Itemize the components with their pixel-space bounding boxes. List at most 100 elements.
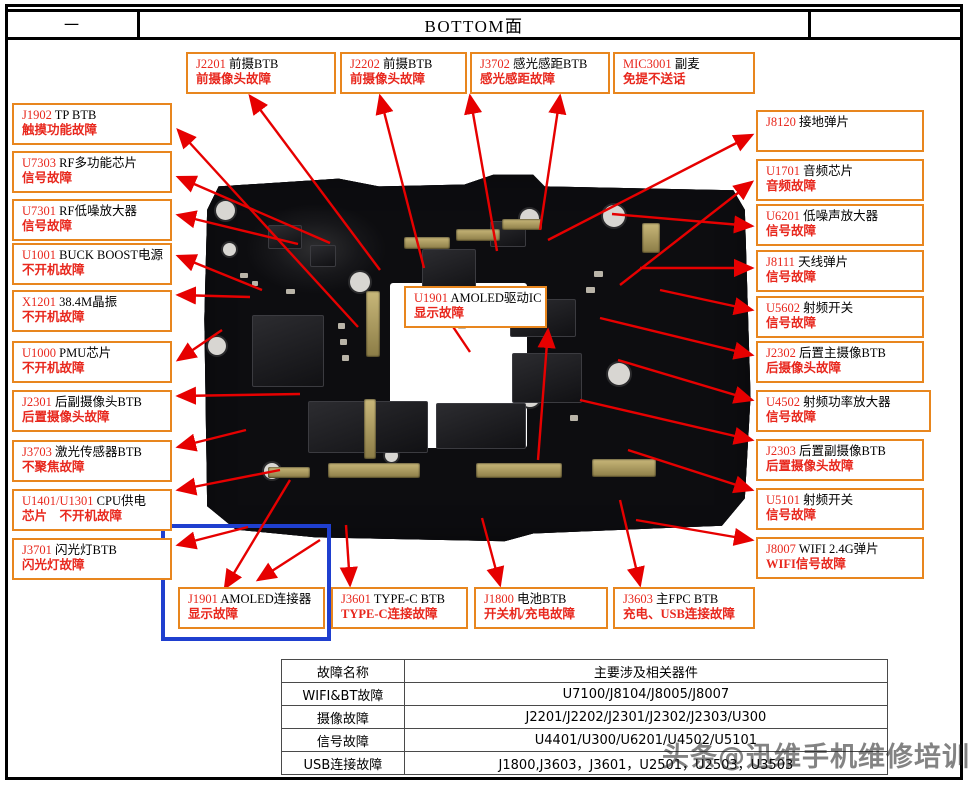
callout-name: 激光传感器BTB xyxy=(55,445,142,459)
callout-code: U6201 xyxy=(766,209,801,223)
callout-j3702[interactable]: J3702 感光感距BTB 感光感距故障 xyxy=(470,52,610,94)
cpu-chip xyxy=(252,315,324,387)
callout-j1800[interactable]: J1800 电池BTB 开关机/充电故障 xyxy=(474,587,608,629)
callout-fault: 前摄像头故障 xyxy=(350,72,426,87)
callout-fault: 前摄像头故障 xyxy=(196,72,272,87)
callout-code: J3701 xyxy=(22,543,52,557)
table-cell-fault: 信号故障 xyxy=(281,728,405,752)
table-cell-fault: 摄像故障 xyxy=(281,705,405,729)
callout-code: U1401/U1301 xyxy=(22,494,94,508)
callout-code: U7303 xyxy=(22,156,57,170)
j3601-typec-btb xyxy=(328,463,420,478)
callout-fault: 免提不送话 xyxy=(623,72,686,87)
callout-j2302[interactable]: J2302 后置主摄像BTB 后摄像头故障 xyxy=(756,341,924,383)
callout-code: U1901 xyxy=(414,291,449,305)
callout-code: U1001 xyxy=(22,248,57,262)
j1800-battery-btb xyxy=(592,459,656,477)
callout-j1902[interactable]: J1902 TP BTB 触摸功能故障 xyxy=(12,103,172,145)
watermark: 头条@迅维手机维修培训 xyxy=(662,742,968,773)
callout-j1901-bottom[interactable]: J1901 AMOLED连接器 显示故障 xyxy=(178,587,325,629)
table-row: 信号故障 U4401/U300/U6201/U4502/U5101 xyxy=(281,728,889,752)
callout-name: 射频开关 xyxy=(803,301,854,315)
callout-code: J1800 xyxy=(484,592,514,606)
callout-code: J3603 xyxy=(623,592,653,606)
callout-x1201[interactable]: X1201 38.4M晶振 不开机故障 xyxy=(12,290,172,332)
callout-j2202[interactable]: J2202 前摄BTB 前摄像头故障 xyxy=(340,52,467,94)
callout-code: J8120 xyxy=(766,115,796,129)
callout-name: 射频开关 xyxy=(803,493,854,507)
callout-fault: 信号故障 xyxy=(766,508,817,523)
callout-code: J2201 xyxy=(196,57,226,71)
callout-fault: 音频故障 xyxy=(766,179,817,194)
callout-code: U1701 xyxy=(766,164,801,178)
callout-j8120[interactable]: J8120 接地弹片 xyxy=(756,110,924,152)
callout-code: J2301 xyxy=(22,395,52,409)
mount-hole xyxy=(608,363,630,385)
callout-j2301[interactable]: J2301 后副摄像头BTB 后置摄像头故障 xyxy=(12,390,172,432)
callout-code: MIC3001 xyxy=(623,57,672,71)
callout-u6201[interactable]: U6201 低噪声放大器 信号故障 xyxy=(756,204,924,246)
table-header-cell: 故障名称 xyxy=(281,659,405,683)
callout-u5101[interactable]: U5101 射频开关 信号故障 xyxy=(756,488,924,530)
callout-fault: 信号故障 xyxy=(766,224,817,239)
callout-code: J2303 xyxy=(766,444,796,458)
callout-j8007[interactable]: J8007 WIFI 2.4G弹片 WIFI信号故障 xyxy=(756,537,924,579)
mount-hole xyxy=(603,205,625,227)
callout-name: 后置副摄像BTB xyxy=(799,444,886,458)
page-title: BOTTOM面 xyxy=(140,12,811,37)
callout-j2201[interactable]: J2201 前摄BTB 前摄像头故障 xyxy=(186,52,336,94)
callout-u1000[interactable]: U1000 PMU芯片 不开机故障 xyxy=(12,341,172,383)
callout-name: WIFI 2.4G弹片 xyxy=(798,542,879,556)
callout-name: 后副摄像头BTB xyxy=(55,395,142,409)
callout-name: 前摄BTB xyxy=(383,57,433,71)
mount-hole xyxy=(223,243,236,256)
j3603-fpc-btb xyxy=(476,463,562,478)
callout-code: J1901 xyxy=(188,592,218,606)
callout-code: U4502 xyxy=(766,395,801,409)
j2201-btb xyxy=(404,237,450,249)
callout-name: 副麦 xyxy=(674,57,700,71)
callout-u7303[interactable]: U7303 RF多功能芯片 信号故障 xyxy=(12,151,172,193)
callout-name: 低噪声放大器 xyxy=(803,209,879,223)
mount-hole xyxy=(216,201,235,220)
callout-fault: 触摸功能故障 xyxy=(22,123,98,138)
callout-fault: 不开机故障 xyxy=(22,263,85,278)
callout-u4502[interactable]: U4502 射频功率放大器 信号故障 xyxy=(756,390,931,432)
mount-hole xyxy=(208,337,226,355)
table-cell-parts: J2201/J2202/J2301/J2302/J2303/U300 xyxy=(403,705,889,729)
callout-code: J8007 xyxy=(766,542,796,556)
mic3001 xyxy=(642,223,660,253)
callout-u1701[interactable]: U1701 音频芯片 音频故障 xyxy=(756,159,924,201)
callout-u1001[interactable]: U1001 BUCK BOOST电源 不开机故障 xyxy=(12,243,172,285)
callout-code: J3702 xyxy=(480,57,510,71)
callout-name: 天线弹片 xyxy=(798,255,849,269)
callout-fault: WIFI信号故障 xyxy=(766,557,846,572)
callout-name: BUCK BOOST电源 xyxy=(59,248,163,262)
pa-chip xyxy=(512,353,582,403)
callout-name: AMOLED驱动IC xyxy=(450,291,542,305)
table-cell-fault: WIFI&BT故障 xyxy=(281,682,405,706)
callout-j2303[interactable]: J2303 后置副摄像BTB 后置摄像头故障 xyxy=(756,439,924,481)
callout-name: 主FPC BTB xyxy=(656,592,719,606)
callout-j8111[interactable]: J8111 天线弹片 信号故障 xyxy=(756,250,924,292)
callout-code: J1902 xyxy=(22,108,52,122)
table-row: WIFI&BT故障 U7100/J8104/J8005/J8007 xyxy=(281,682,889,706)
table-cell-parts: U7100/J8104/J8005/J8007 xyxy=(403,682,889,706)
table-cell-fault: USB连接故障 xyxy=(281,751,405,775)
fault-summary-table: 故障名称 主要涉及相关器件 WIFI&BT故障 U7100/J8104/J800… xyxy=(281,659,889,775)
header-right-cell xyxy=(811,12,961,37)
callout-fault: 后摄像头故障 xyxy=(766,361,842,376)
callout-u5602[interactable]: U5602 射频开关 信号故障 xyxy=(756,296,924,338)
callout-u7301[interactable]: U7301 RF低噪放大器 信号故障 xyxy=(12,199,172,241)
callout-j3703[interactable]: J3703 激光传感器BTB 不聚焦故障 xyxy=(12,440,172,482)
callout-j3701[interactable]: J3701 闪光灯BTB 闪光灯故障 xyxy=(12,538,172,580)
callout-j3603[interactable]: J3603 主FPC BTB 充电、USB连接故障 xyxy=(613,587,755,629)
callout-j3601[interactable]: J3601 TYPE-C BTB TYPE-C连接故障 xyxy=(331,587,468,629)
callout-fault: 不开机故障 xyxy=(22,310,85,325)
callout-u1401-u1301[interactable]: U1401/U1301 CPU供电 芯片 不开机故障 xyxy=(12,489,172,531)
callout-fault: 感光感距故障 xyxy=(480,72,556,87)
callout-fault: 信号故障 xyxy=(766,270,817,285)
callout-mic3001[interactable]: MIC3001 副麦 免提不送话 xyxy=(613,52,755,94)
callout-u1901[interactable]: U1901 AMOLED驱动IC 显示故障 xyxy=(404,286,547,328)
callout-code: J8111 xyxy=(766,255,795,269)
